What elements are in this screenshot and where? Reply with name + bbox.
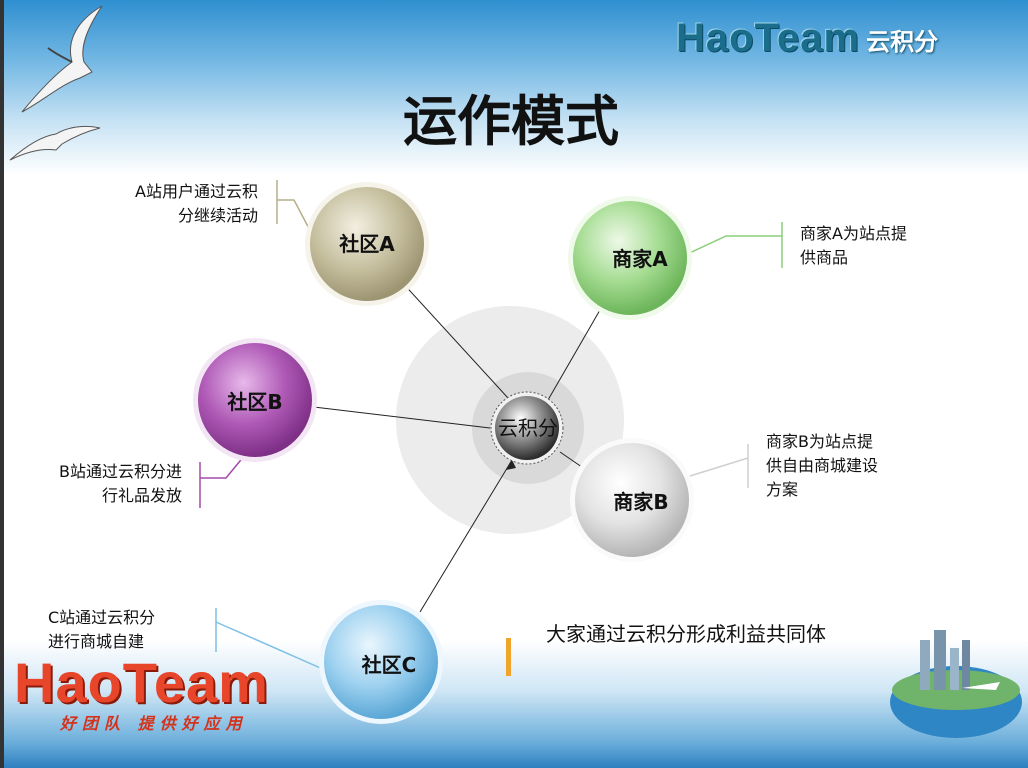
brand-word-bottom: HaoTeam [14,651,269,714]
label-merchant-b: 商家B [613,490,669,514]
center-sphere [495,396,559,460]
seagull-large-icon [21,5,103,113]
label-community-a: 社区A [339,232,395,256]
connector-community-c [419,459,513,613]
note-merchant-a: 商家A为站点提 供商品 [800,222,980,270]
note-community-c: C站通过云积分 进行商城自建 [48,606,218,654]
label-community-b: 社区B [227,390,283,414]
sphere-merchant-b [575,443,689,557]
note-merchant-b: 商家B为站点提 供自由商城建设 方案 [766,430,946,502]
note-merchant-b-line-1: 商家B为站点提 [766,432,873,451]
label-community-c: 社区C [361,653,417,677]
note-community-b-line-2: 行礼品发放 [101,486,182,505]
note-community-a-line-2: 分继续活动 [177,206,258,225]
note-community-c-line-2: 进行商城自建 [48,632,145,651]
label-merchant-a: 商家A [612,247,668,271]
leader-community-a [276,180,315,239]
seagull-small-icon [9,125,101,161]
sphere-community-a [310,187,424,301]
summary-accent-bar [506,638,511,676]
label-center: 云积分 [498,416,558,440]
brand-logo-bottom: HaoTeam 好团队 提供好应用 [14,651,304,734]
header-sky-background [0,0,1028,175]
brand-slogan: 好团队 提供好应用 [60,714,248,733]
note-merchant-a-line-1: 商家A为站点提 [800,224,907,243]
note-merchant-b-line-3: 方案 [766,480,799,499]
center-sphere-dotted-ring [490,391,564,465]
note-merchant-b-line-2: 供自由商城建设 [766,456,879,475]
brand-logo-top: HaoTeam 云积分 [676,16,938,60]
connector-community-c-arrowhead [506,460,516,470]
sphere-merchant-a [573,201,687,315]
note-community-a: A站用户通过云积 分继续活动 [88,180,258,228]
note-community-a-line-1: A站用户通过云积 [135,182,258,201]
sphere-community-c [324,605,438,719]
summary-text: 大家通过云积分形成利益共同体 [546,622,826,646]
note-community-b-line-1: B站通过云积分进 [59,462,182,481]
page-title: 运作模式 [403,89,619,153]
note-community-c-line-1: C站通过云积分 [48,608,156,627]
note-community-b: B站通过云积分进 行礼品发放 [16,460,182,508]
leader-merchant-b [689,444,749,488]
globe-city-icon [890,630,1022,738]
brand-cn-top: 云积分 [866,28,939,56]
note-merchant-a-line-2: 供商品 [800,248,849,267]
leader-community-c [215,608,335,675]
footer-sea-background [0,640,1028,768]
brand-word-top: HaoTeam [676,16,861,60]
left-edge-line [0,0,4,768]
sphere-community-b [198,343,312,457]
